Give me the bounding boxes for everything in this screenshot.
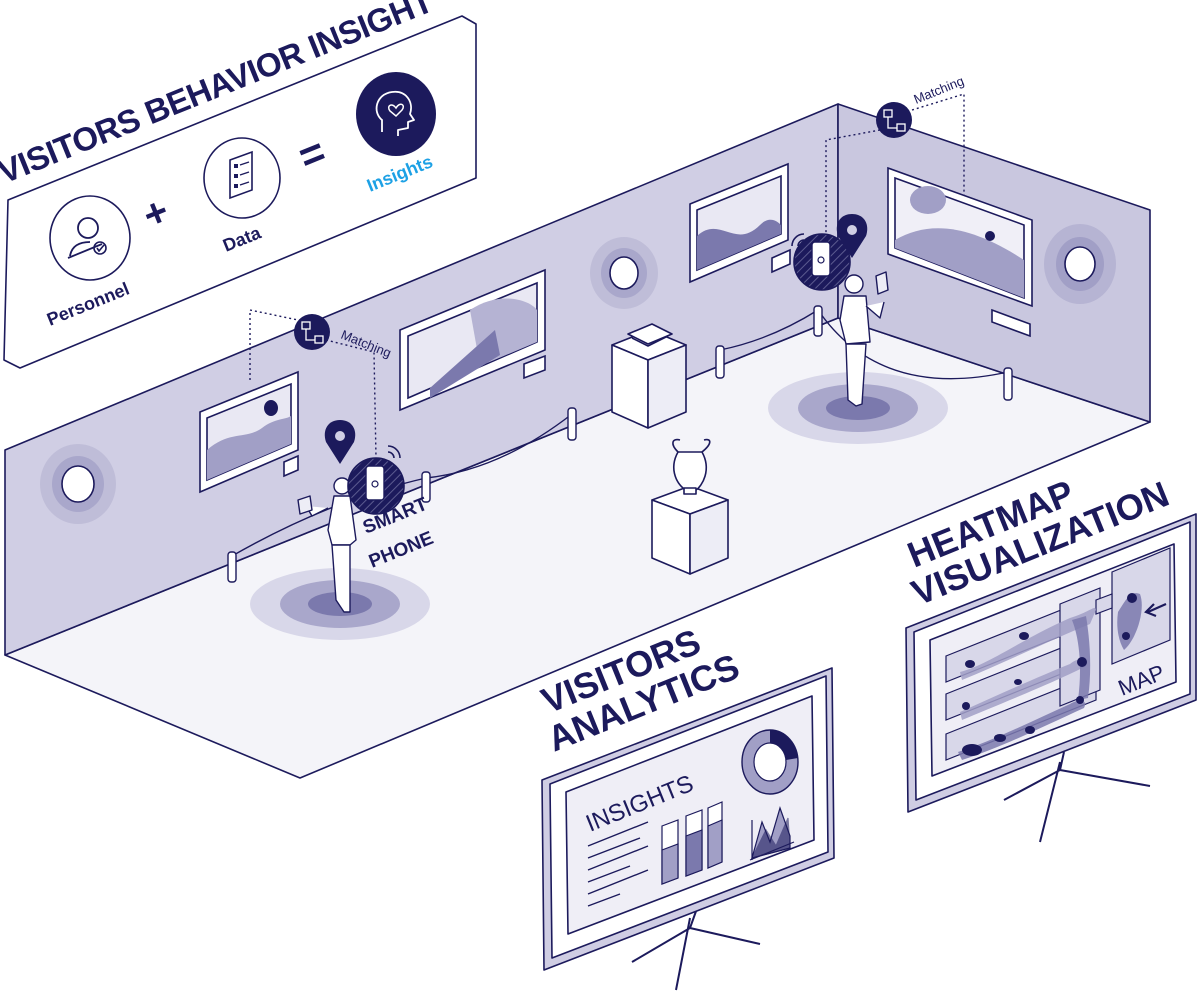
- checklist-icon: [203, 137, 281, 219]
- matching-connector-left: [249, 309, 377, 459]
- smartphone-icon: [793, 233, 851, 291]
- barrier-posts: [227, 305, 1013, 583]
- flowchart-icon: [876, 102, 912, 138]
- head-heart-icon: [356, 72, 436, 156]
- painting-upper: [689, 162, 791, 284]
- analytics-chart-bars: [661, 801, 723, 885]
- analytics-donut-chart: [741, 729, 799, 795]
- matching-label-right: Matching: [912, 73, 967, 107]
- location-pin-icon: [836, 214, 868, 258]
- visitor-right: [839, 271, 889, 407]
- painting-center: [399, 268, 546, 412]
- wifi-signal-icon: [387, 445, 401, 459]
- wall-speaker-left: [40, 444, 116, 524]
- smartphone-icon: [347, 457, 405, 515]
- heatmap-hotspots: [958, 593, 1142, 760]
- location-pin-icon: [324, 420, 356, 464]
- wall-speaker-center: [590, 237, 658, 309]
- person-check-icon: [49, 195, 131, 281]
- pedestal-book: [611, 323, 687, 429]
- arrow-left-icon: [1144, 602, 1167, 618]
- analytics-text-lines: [587, 821, 649, 907]
- flowchart-icon: [294, 314, 330, 350]
- analytics-area-chart: [749, 806, 795, 861]
- painting-right: [887, 166, 1033, 338]
- pedestal-vase: [651, 438, 729, 575]
- wifi-signal-icon: [791, 233, 805, 247]
- wall-speaker-right: [1044, 224, 1116, 304]
- painting-left: [199, 370, 299, 494]
- visitor-zone-right: [768, 372, 948, 444]
- visitor-left: [297, 477, 357, 613]
